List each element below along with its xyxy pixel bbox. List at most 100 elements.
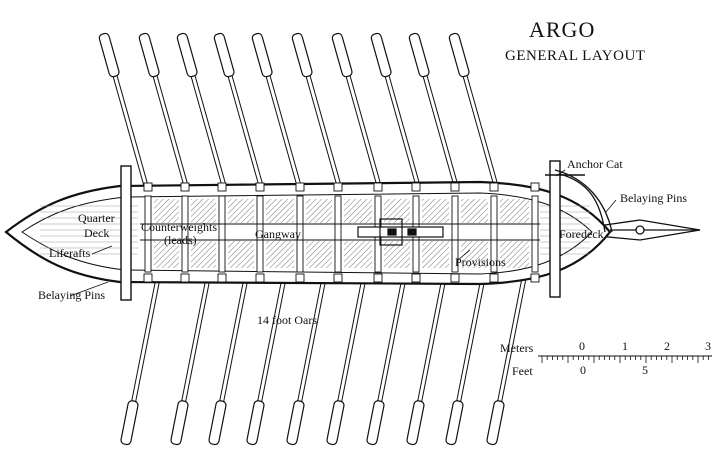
oar-lower-5: [286, 257, 331, 446]
frame-thwart: [451, 195, 459, 273]
thole-upper: [180, 182, 190, 192]
hatch-bay-lower: [461, 241, 488, 268]
thole-lower: [530, 273, 540, 283]
oar-blade: [286, 400, 305, 446]
oar-upper-4: [213, 32, 268, 201]
oar-loom: [380, 57, 424, 201]
oar-upper-7: [331, 32, 386, 201]
oar-loom: [108, 57, 152, 201]
oar-upper-9: [408, 32, 463, 201]
thole-upper: [450, 182, 460, 192]
oar-loom: [414, 257, 450, 421]
oar-lower-7: [366, 257, 411, 446]
thole-upper: [333, 182, 343, 192]
hatch-bay-lower: [500, 241, 529, 268]
oar-blade: [170, 400, 189, 446]
deck-bays: [40, 182, 590, 283]
frame-thwart: [531, 195, 539, 273]
oar-loom: [223, 57, 267, 201]
hatch-bay-upper: [191, 199, 216, 223]
scale-feet-label: Feet: [512, 364, 533, 378]
diagram-subtitle: GENERAL LAYOUT: [505, 48, 645, 64]
oar-blade: [213, 32, 235, 78]
oar-lower-9: [445, 257, 490, 446]
oar-blade: [251, 32, 273, 78]
oar-loom: [186, 57, 230, 201]
scale-m-3: 3: [705, 339, 711, 353]
hatch-bay-lower: [154, 241, 179, 268]
label-counterweights: Counterweights: [141, 220, 217, 234]
thole-upper: [373, 182, 383, 192]
hatch-bay-lower: [306, 241, 332, 268]
thole-upper: [530, 182, 540, 192]
thole-upper: [255, 182, 265, 192]
anchor-cat: [554, 169, 613, 233]
oar-lower-2: [170, 257, 215, 446]
hatch-bay-lower: [266, 241, 294, 268]
hatch-bay-upper: [306, 199, 332, 223]
hatch-bay-lower: [344, 241, 372, 268]
thole-upper: [217, 182, 227, 192]
scale-m-2: 2: [664, 339, 670, 353]
thole-lower: [411, 273, 421, 283]
label-deck: Deck: [84, 226, 109, 240]
thole-upper: [295, 182, 305, 192]
oar-blade: [445, 400, 464, 446]
oar-lower-8: [406, 257, 451, 446]
oar-lower-1: [120, 257, 165, 446]
oar-lower-3: [208, 257, 253, 446]
oar-loom: [216, 257, 252, 421]
leader-lines: [69, 169, 617, 297]
hatch-bay-lower: [191, 241, 216, 268]
hatch-bay-upper: [422, 199, 449, 223]
thole-upper: [489, 182, 499, 192]
oar-loom: [458, 57, 502, 201]
frame-thwart: [490, 195, 498, 273]
oar-loom: [148, 57, 192, 201]
oars-lower: [120, 257, 531, 446]
scale-bar: Meters Feet 0 1 2 3 0 5: [500, 339, 712, 378]
oar-loom: [128, 257, 164, 421]
oar-blade: [138, 32, 160, 78]
scale-ft-0: 0: [580, 363, 586, 377]
oar-lower-4: [246, 257, 291, 446]
frame-thwart: [181, 195, 189, 273]
oar-upper-8: [370, 32, 425, 201]
label-gangway: Gangway: [255, 227, 301, 241]
label-liferafts: Liferafts: [49, 246, 91, 260]
oar-blade: [176, 32, 198, 78]
oar-blade: [366, 400, 385, 446]
oar-upper-5: [251, 32, 306, 201]
oar-blade: [370, 32, 392, 78]
thole-lower: [373, 273, 383, 283]
thole-lower: [333, 273, 343, 283]
oar-blade: [448, 32, 470, 78]
oars-upper: [98, 32, 503, 201]
oar-blade: [486, 400, 505, 446]
thole-lower: [450, 273, 460, 283]
hatch-bay-upper: [500, 199, 529, 223]
label-oars: 14 foot Oars: [257, 313, 317, 327]
label-leads: (leads): [164, 233, 197, 247]
scale-ticks: [541, 356, 709, 363]
frame-thwart: [144, 195, 152, 273]
frame-thwart: [334, 195, 342, 273]
gangway: [140, 223, 540, 241]
oar-loom: [301, 57, 345, 201]
oar-blade: [246, 400, 265, 446]
thole-lower: [217, 273, 227, 283]
hatch-bay-upper: [461, 199, 488, 223]
oar-loom: [294, 257, 330, 421]
oar-upper-6: [291, 32, 346, 201]
oar-loom: [334, 257, 370, 421]
oar-blade: [331, 32, 353, 78]
oar-loom: [261, 57, 305, 201]
frame-thwart: [296, 195, 304, 273]
frame-thwart: [218, 195, 226, 273]
thole-upper: [143, 182, 153, 192]
diagram-title: ARGO: [529, 17, 595, 42]
oar-loom: [254, 257, 290, 421]
frame-thwart: [256, 195, 264, 273]
oar-blade: [120, 400, 139, 446]
